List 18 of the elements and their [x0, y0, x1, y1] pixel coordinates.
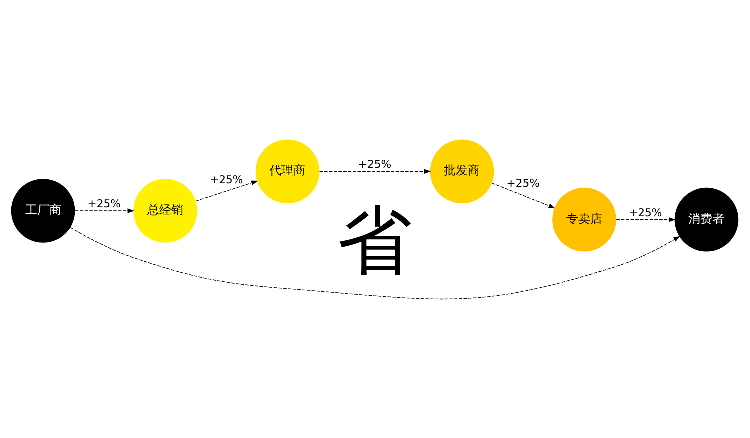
arrow [319, 168, 432, 174]
arrow [70, 226, 681, 300]
node-circle: 专卖店 [552, 187, 616, 252]
edge-label: +25% [506, 176, 540, 190]
node-circle: 代理商 [256, 139, 320, 204]
arrow [492, 182, 556, 208]
node-circle: 工厂商 [11, 178, 76, 242]
edge-label: +25% [210, 173, 244, 186]
node-circle: 批发商 [430, 139, 494, 204]
node-circle: 总经销 [134, 178, 198, 242]
node-circle: 消费者 [674, 187, 739, 252]
arrow [196, 180, 258, 202]
arrow [75, 208, 135, 213]
label: 省 [338, 196, 412, 284]
edge-label: +25% [88, 196, 122, 210]
edge-label: +25% [628, 206, 662, 219]
edge-label: +25% [358, 158, 392, 171]
arrow [616, 216, 676, 222]
